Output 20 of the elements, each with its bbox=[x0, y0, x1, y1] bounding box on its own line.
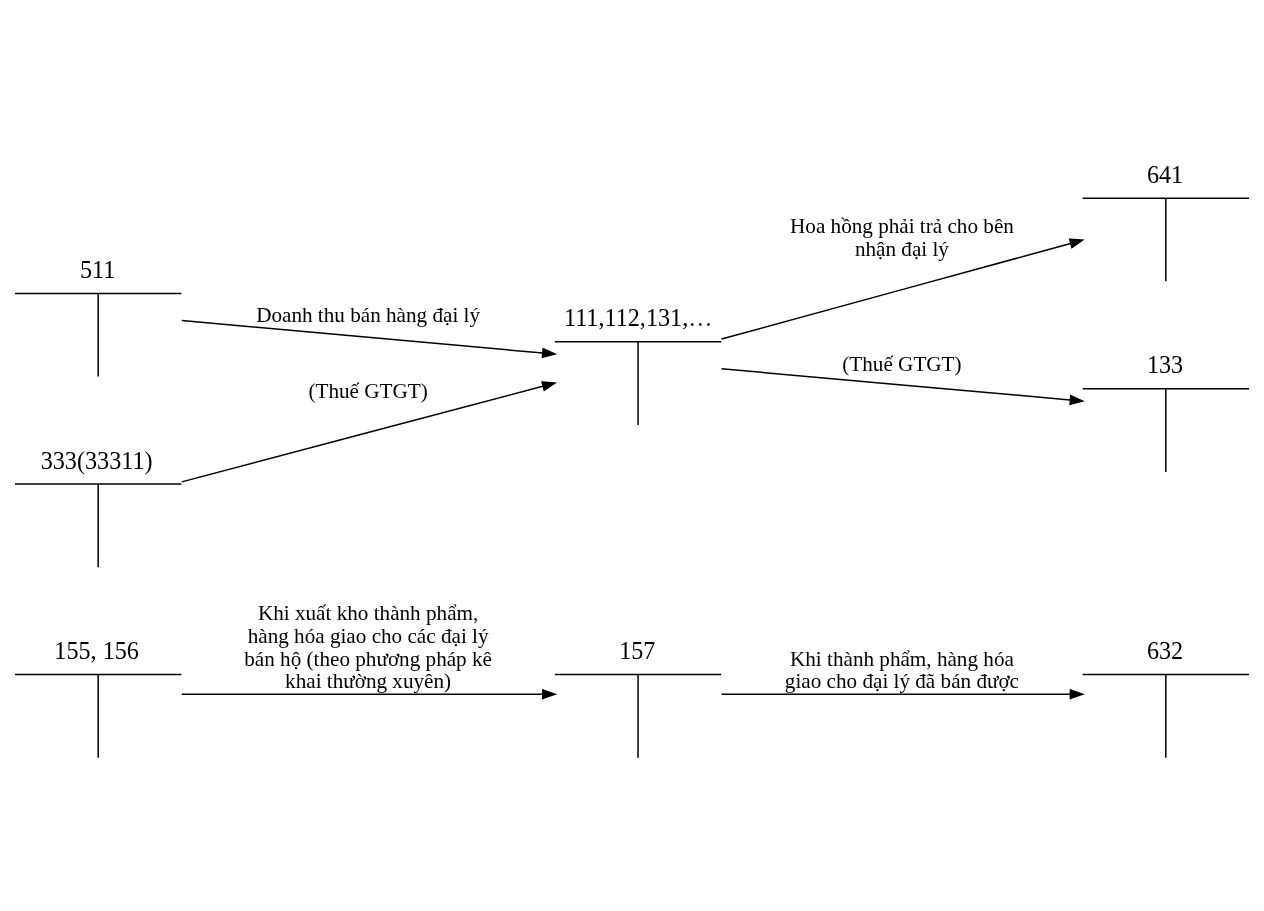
arrow bbox=[720, 367, 1085, 405]
node-text: 157 bbox=[619, 636, 656, 664]
edge-label: Doanh thu bán hàng đại lý bbox=[256, 302, 481, 327]
arrow bbox=[181, 319, 558, 358]
node-text: 641 bbox=[1146, 160, 1184, 188]
node-text: 155, 156 bbox=[54, 636, 139, 664]
node-text: 333(33311) bbox=[40, 446, 153, 474]
arrow bbox=[181, 380, 558, 483]
node-text: 632 bbox=[1146, 636, 1184, 664]
arrow bbox=[181, 688, 558, 699]
edge-label: (Thuế GTGT) bbox=[842, 351, 962, 376]
arrow bbox=[720, 688, 1085, 699]
node-text: 133 bbox=[1146, 350, 1184, 378]
node-text: 111,112,131,… bbox=[563, 303, 713, 331]
node-text: 511 bbox=[80, 255, 116, 283]
edge-label: (Thuế GTGT) bbox=[308, 378, 428, 403]
edge-label: Khi xuất kho thành phẩm, hàng hóa giao cho các đại lý bán hộ (theo phương pháp kê khai thường xuyên) bbox=[244, 600, 492, 693]
edge-label: Hoa hồng phải trả cho bên nhận đại lý bbox=[790, 213, 1014, 261]
edge-label: Khi thành phẩm, hàng hóa giao cho đại lý đã bán được bbox=[784, 646, 1020, 693]
arrow bbox=[720, 238, 1085, 340]
